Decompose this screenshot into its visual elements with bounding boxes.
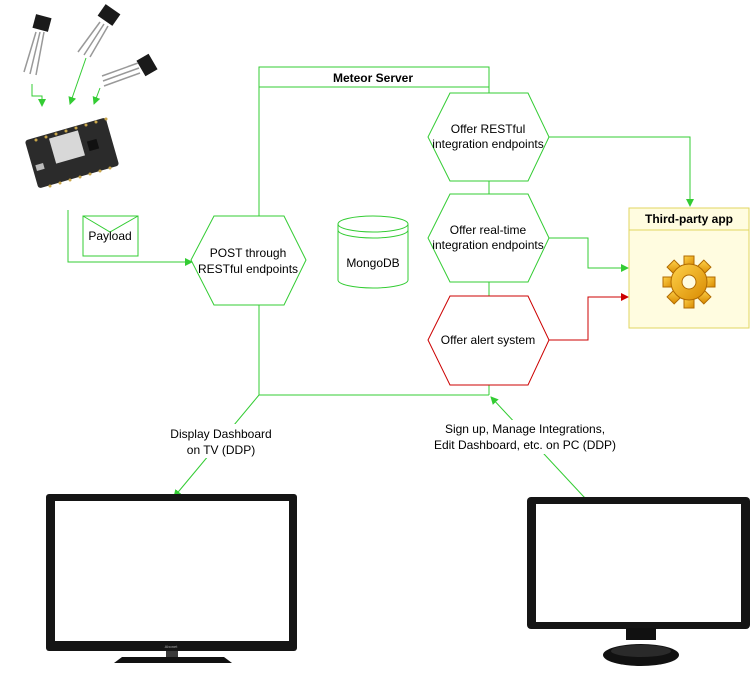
realtime-label-line2: integration endpoints bbox=[432, 238, 543, 252]
post-endpoints-label-line2: RESTful endpoints bbox=[198, 262, 298, 276]
pc-edge-label-line1: Sign up, Manage Integrations, bbox=[445, 422, 605, 436]
alert-to-thirdparty-edge bbox=[549, 293, 629, 341]
post-endpoints-node: POST through RESTful endpoints bbox=[190, 215, 307, 306]
alert-system-node: Offer alert system bbox=[427, 295, 550, 386]
payload-label: Payload bbox=[88, 229, 131, 243]
tv-edge-label-line2: on TV (DDP) bbox=[187, 443, 255, 457]
database-icon: MongoDB bbox=[337, 215, 409, 289]
gear-icon bbox=[662, 255, 716, 309]
meteor-server-title: Meteor Server bbox=[333, 71, 413, 85]
third-party-app-title: Third-party app bbox=[645, 212, 733, 226]
alert-system-label: Offer alert system bbox=[441, 333, 535, 347]
restful-to-thirdparty-edge bbox=[549, 136, 694, 207]
realtime-label-line1: Offer real-time bbox=[450, 223, 527, 237]
mongodb-label: MongoDB bbox=[346, 256, 399, 270]
realtime-to-thirdparty-edge bbox=[549, 237, 629, 272]
tv-brand-label: Abonet bbox=[165, 644, 179, 649]
post-endpoints-label-line1: POST through bbox=[210, 246, 287, 260]
sensor-icon bbox=[23, 14, 52, 76]
restful-label-line1: Offer RESTful bbox=[451, 122, 525, 136]
tv-icon: Abonet bbox=[46, 494, 297, 663]
tv-edge-label-line1: Display Dashboard bbox=[170, 427, 271, 441]
pc-edge-label-line2: Edit Dashboard, etc. on PC (DDP) bbox=[434, 438, 616, 452]
envelope-icon: Payload bbox=[82, 215, 139, 257]
board-to-post-edge bbox=[67, 210, 193, 266]
microcontroller-board-icon bbox=[25, 117, 119, 188]
restful-integration-node: Offer RESTful integration endpoints bbox=[427, 92, 550, 182]
restful-label-line2: integration endpoints bbox=[432, 137, 543, 151]
realtime-integration-node: Offer real-time integration endpoints bbox=[427, 193, 550, 283]
sensor-icon bbox=[77, 4, 121, 58]
monitor-icon bbox=[527, 497, 750, 666]
sensor-icon bbox=[101, 53, 158, 87]
sensor-to-board-arrows bbox=[31, 57, 101, 107]
